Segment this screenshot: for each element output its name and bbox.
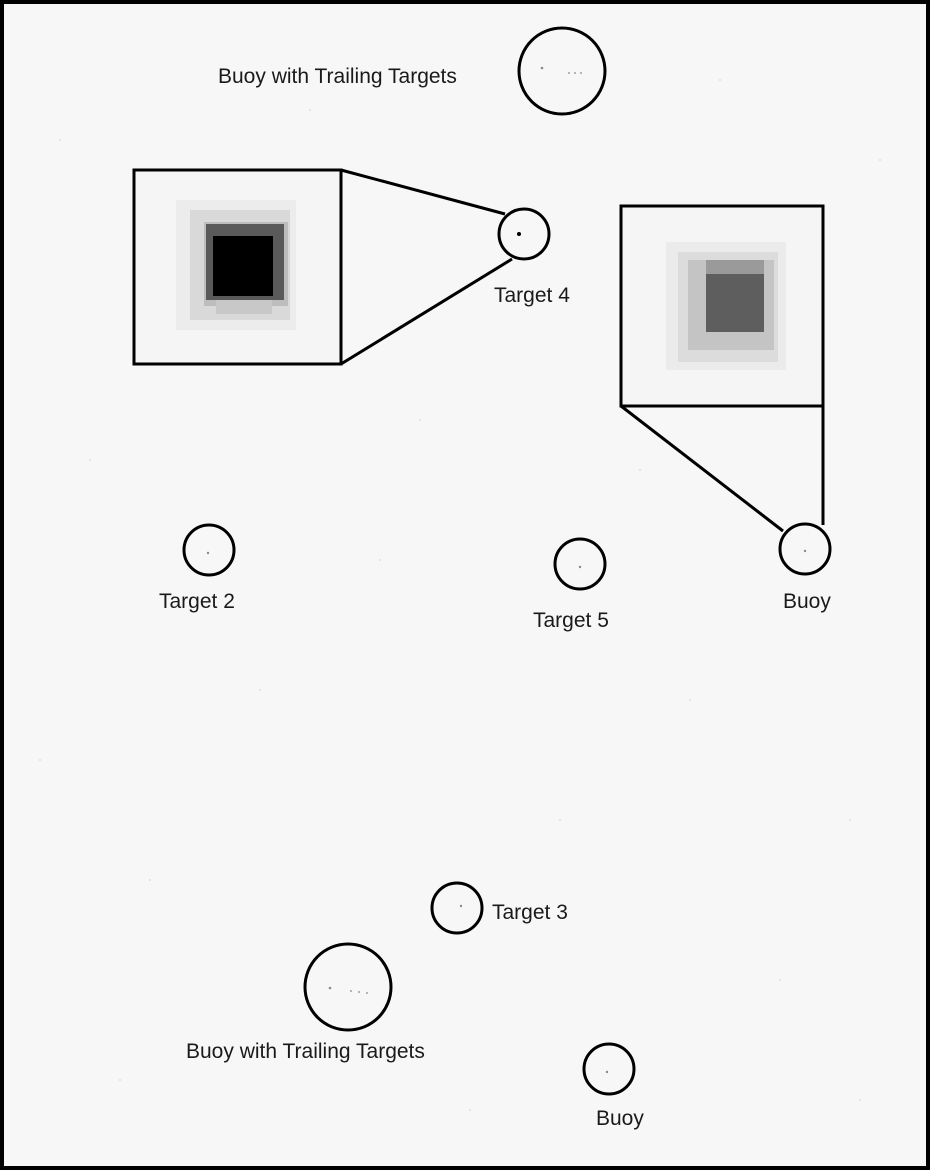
target4-marker — [497, 207, 551, 261]
label-target4: Target 4 — [494, 284, 570, 307]
buoy-marker-right — [778, 522, 832, 576]
target3-marker — [430, 881, 484, 935]
noise-speckles — [39, 79, 881, 1111]
label-buoy-trailing-bottom: Buoy with Trailing Targets — [186, 1040, 425, 1063]
zoom-inset-target4 — [132, 168, 513, 366]
buoy-marker-bottom — [582, 1042, 636, 1096]
label-buoy-bottom: Buoy — [596, 1107, 644, 1130]
label-target5: Target 5 — [533, 609, 609, 632]
target5-marker — [553, 537, 607, 591]
label-target2: Target 2 — [159, 590, 235, 613]
buoy-trailing-marker-bottom — [303, 942, 393, 1032]
label-buoy-right: Buoy — [783, 590, 831, 613]
buoy-trailing-marker-top — [517, 26, 607, 116]
label-buoy-trailing-top: Buoy with Trailing Targets — [218, 65, 457, 88]
label-target3: Target 3 — [492, 901, 568, 924]
target2-marker — [182, 523, 236, 577]
zoom-inset-buoy — [619, 204, 825, 533]
